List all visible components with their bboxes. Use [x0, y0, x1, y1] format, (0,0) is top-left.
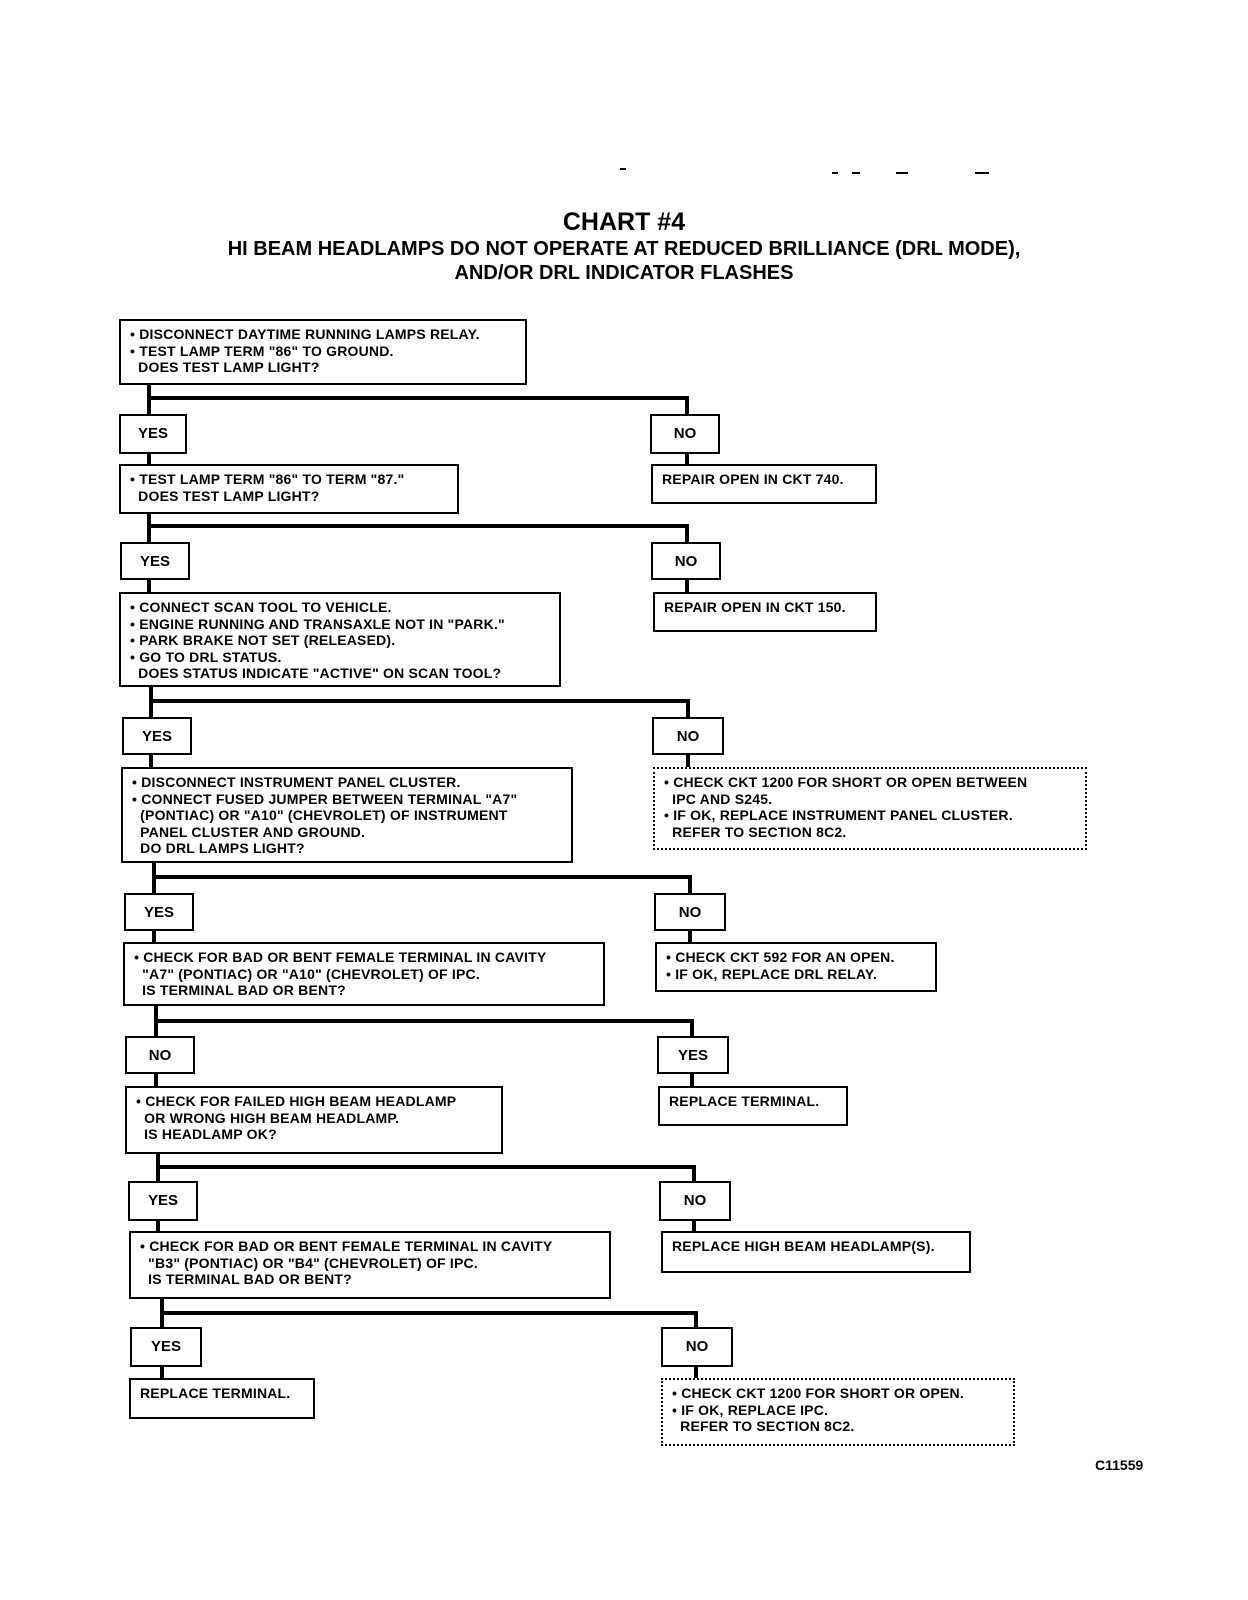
scan-mark	[852, 172, 860, 174]
connector	[152, 931, 156, 942]
branch-line	[154, 1019, 694, 1023]
branch-line	[156, 1165, 696, 1169]
step-7-left-label: YES	[130, 1327, 202, 1367]
step-1-box: • DISCONNECT DAYTIME RUNNING LAMPS RELAY…	[119, 319, 527, 385]
branch-line	[160, 1311, 698, 1315]
step-7-right-label: NO	[661, 1327, 733, 1367]
connector	[685, 454, 689, 464]
step-5-box: • CHECK FOR BAD OR BENT FEMALE TERMINAL …	[123, 942, 605, 1006]
connector	[156, 1221, 160, 1231]
connector	[694, 1367, 698, 1378]
figure-code: C11559	[1095, 1457, 1144, 1473]
step-2-right-label: NO	[651, 542, 721, 580]
branch-line	[149, 699, 690, 703]
connector	[692, 1221, 696, 1231]
connector	[686, 755, 690, 767]
step-4-right-result: • CHECK CKT 592 FOR AN OPEN. • IF OK, RE…	[655, 942, 937, 992]
scan-mark	[896, 172, 908, 174]
connector	[147, 580, 151, 592]
connector	[688, 875, 692, 895]
connector	[690, 1019, 694, 1038]
scan-mark	[832, 172, 838, 174]
connector	[154, 1074, 158, 1086]
scan-mark	[620, 168, 626, 170]
step-4-box: • DISCONNECT INSTRUMENT PANEL CLUSTER. •…	[121, 767, 573, 863]
step-7-box: • CHECK FOR BAD OR BENT FEMALE TERMINAL …	[129, 1231, 611, 1299]
step-6-left-label: YES	[128, 1181, 198, 1221]
step-4-right-label: NO	[654, 893, 726, 931]
step-2-right-result: REPAIR OPEN IN CKT 150.	[653, 592, 877, 632]
connector	[149, 687, 153, 719]
chart-subtitle-line-1: HI BEAM HEADLAMPS DO NOT OPERATE AT REDU…	[227, 238, 1021, 260]
step-2-box: • TEST LAMP TERM "86" TO TERM "87." DOES…	[119, 464, 459, 514]
step-4-left-label: YES	[124, 893, 194, 931]
connector	[149, 755, 153, 767]
step-6-box: • CHECK FOR FAILED HIGH BEAM HEADLAMP OR…	[125, 1086, 503, 1154]
connector	[685, 524, 689, 544]
step-3-right-label: NO	[652, 717, 724, 755]
connector	[688, 931, 692, 942]
chart-subtitle-line-2: AND/OR DRL INDICATOR FLASHES	[454, 262, 794, 284]
step-6-right-result: REPLACE HIGH BEAM HEADLAMP(S).	[661, 1231, 971, 1273]
connector	[692, 1165, 696, 1182]
step-3-left-label: YES	[122, 717, 192, 755]
branch-line	[147, 524, 689, 528]
scan-mark	[975, 172, 989, 174]
connector	[690, 1074, 694, 1086]
step-1-right-label: NO	[650, 414, 720, 454]
connector	[160, 1367, 164, 1378]
connector	[694, 1311, 698, 1329]
step-1-right-result: REPAIR OPEN IN CKT 740.	[651, 464, 877, 504]
connector	[685, 396, 689, 415]
connector	[685, 580, 689, 592]
connector	[147, 514, 151, 544]
connector	[152, 863, 156, 895]
connector	[686, 699, 690, 719]
branch-line	[152, 875, 692, 879]
connector	[147, 454, 151, 464]
branch-line	[147, 396, 689, 400]
step-2-left-label: YES	[120, 542, 190, 580]
step-5-left-label: NO	[125, 1036, 195, 1074]
step-7-right-result: • CHECK CKT 1200 FOR SHORT OR OPEN. • IF…	[661, 1378, 1015, 1446]
step-3-box: • CONNECT SCAN TOOL TO VEHICLE. • ENGINE…	[119, 592, 561, 687]
step-3-right-result: • CHECK CKT 1200 FOR SHORT OR OPEN BETWE…	[653, 767, 1087, 850]
connector	[147, 385, 151, 415]
step-5-right-label: YES	[657, 1036, 729, 1074]
step-7-left-result: REPLACE TERMINAL.	[129, 1378, 315, 1419]
step-6-right-label: NO	[659, 1181, 731, 1221]
step-1-left-label: YES	[119, 414, 187, 454]
step-5-right-result: REPLACE TERMINAL.	[658, 1086, 848, 1126]
chart-title: CHART #4	[562, 208, 686, 236]
